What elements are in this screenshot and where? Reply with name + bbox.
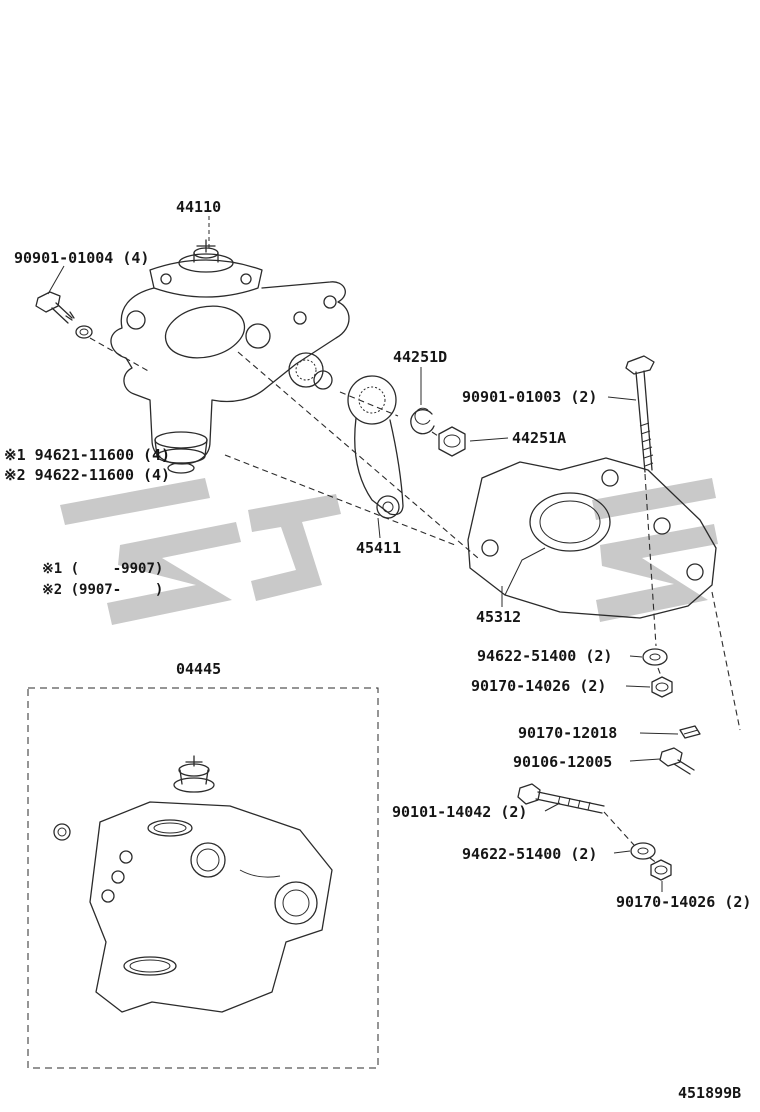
- callout-gasket-kit[interactable]: 04445: [176, 660, 222, 678]
- note-early: ※1 ( -9907): [42, 561, 164, 577]
- callout-steering-gear-assembly[interactable]: 44110: [176, 198, 222, 216]
- watermark-logo: [60, 478, 718, 625]
- long-bolt-art: [625, 355, 655, 473]
- callout-stud-bolt[interactable]: 90170-12018: [518, 724, 618, 742]
- diagram-code: 451899B: [678, 1084, 742, 1102]
- callout-washer-lower[interactable]: 94622-51400 (2): [462, 845, 598, 863]
- callout-gasket-early[interactable]: ※1 94621-11600 (4): [4, 446, 171, 464]
- washer-lower-art: [630, 842, 656, 860]
- stud-bolt-art: [679, 725, 701, 739]
- callout-snap-ring[interactable]: 44251D: [393, 348, 448, 366]
- callout-nut-upper[interactable]: 90170-14026 (2): [471, 677, 607, 695]
- leader-lines: [47, 216, 679, 892]
- callout-washer-upper[interactable]: 94622-51400 (2): [477, 647, 613, 665]
- callout-nut-lower[interactable]: 90170-14026 (2): [616, 893, 752, 911]
- mount-bolt-art: [35, 291, 93, 339]
- snap-ring-art: [410, 407, 435, 435]
- pitman-arm-art: [347, 375, 404, 519]
- callout-sector-shaft-nut[interactable]: 44251A: [512, 429, 567, 447]
- bracket-art: [467, 457, 717, 619]
- steering-gear-art: [110, 239, 350, 474]
- sector-nut-art: [438, 426, 466, 457]
- through-bolt-art: [517, 783, 605, 814]
- nut-upper-art: [651, 676, 673, 698]
- callout-through-bolt[interactable]: 90101-14042 (2): [392, 803, 528, 821]
- callout-gear-bracket[interactable]: 45312: [476, 608, 522, 626]
- nut-lower-art: [650, 859, 672, 881]
- callout-gear-mount-bolt[interactable]: 90901-01004 (4): [14, 249, 150, 267]
- gasket-kit-art: [27, 687, 379, 1069]
- bolt-small-art: [659, 747, 695, 775]
- note-late: ※2 (9907- ): [42, 582, 164, 598]
- callout-bracket-bolt-long[interactable]: 90901-01003 (2): [462, 388, 598, 406]
- callout-pitman-arm[interactable]: 45411: [356, 539, 402, 557]
- callout-bolt-small[interactable]: 90106-12005: [513, 753, 613, 771]
- washer-upper-art: [642, 648, 668, 666]
- callout-gasket-late[interactable]: ※2 94622-11600 (4): [4, 466, 171, 484]
